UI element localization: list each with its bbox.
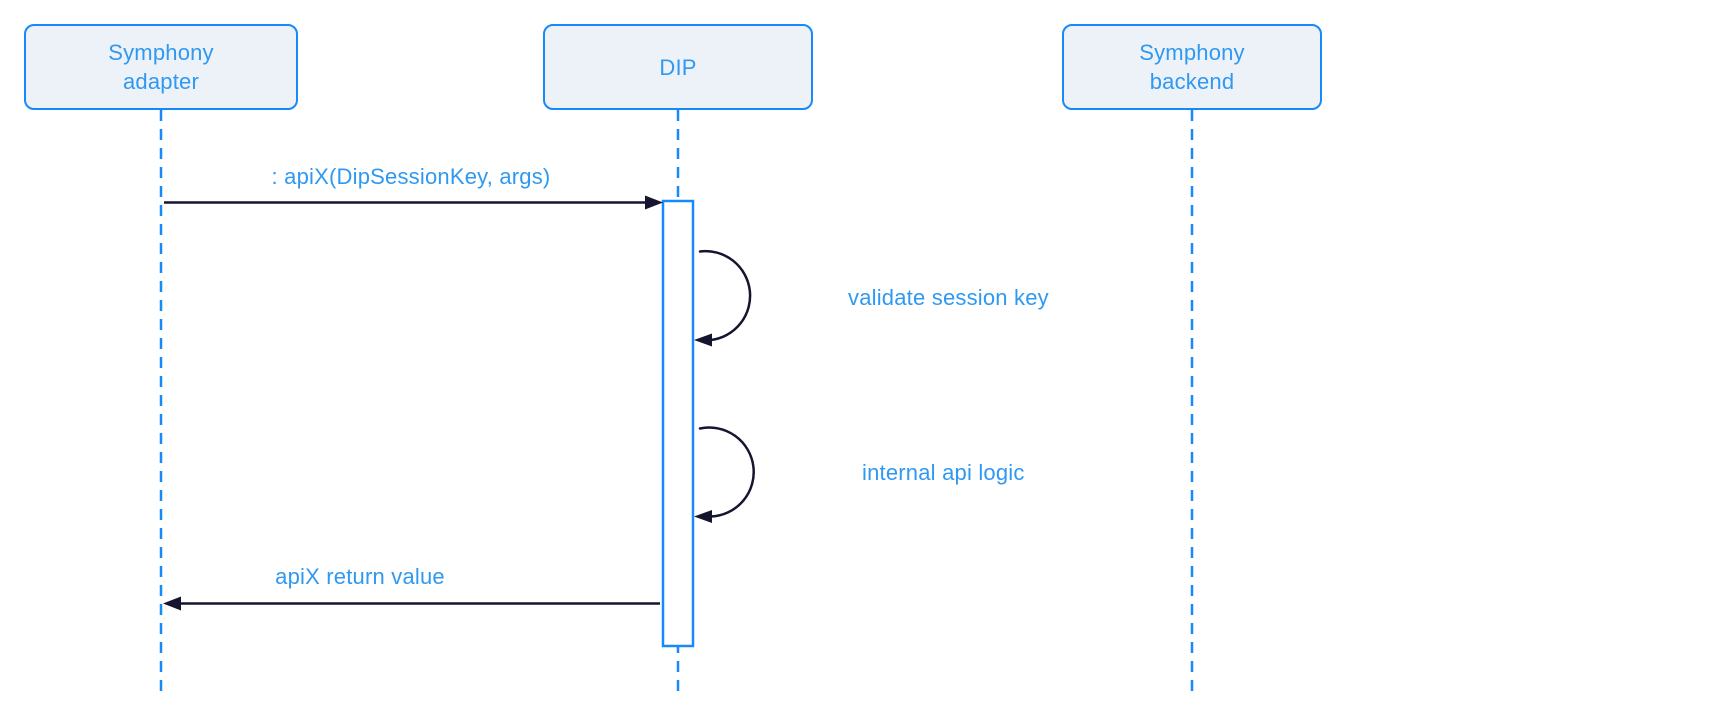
actor-label-line: Symphony xyxy=(1139,40,1245,65)
message-label-apix-call: : apiX(DipSessionKey, args) xyxy=(271,164,551,189)
actor-box-symphony-backend: Symphony backend xyxy=(1062,24,1322,110)
message-label-apix-return: apiX return value xyxy=(275,564,445,589)
activation-bar-dip xyxy=(661,199,695,648)
message-label-internal-api-logic: internal api logic xyxy=(862,460,1025,485)
self-loop-validate-session-key xyxy=(698,249,752,342)
actor-label-line: backend xyxy=(1149,69,1235,94)
message-label-validate-session-key: validate session key xyxy=(848,285,1049,310)
arrowhead-validate-session-key xyxy=(694,333,712,347)
self-loop-internal-api-logic xyxy=(698,426,755,518)
actor-box-symphony-adapter: Symphony adapter xyxy=(24,24,298,110)
actor-label-line: Symphony xyxy=(108,40,214,65)
actor-label-line: adapter xyxy=(122,69,199,94)
arrowhead-apix-call xyxy=(645,195,663,210)
actor-box-dip: DIP xyxy=(543,24,813,110)
arrowhead-internal-api-logic xyxy=(694,510,712,523)
actor-label-line: DIP xyxy=(659,54,697,80)
arrowhead-apix-return xyxy=(163,596,181,611)
